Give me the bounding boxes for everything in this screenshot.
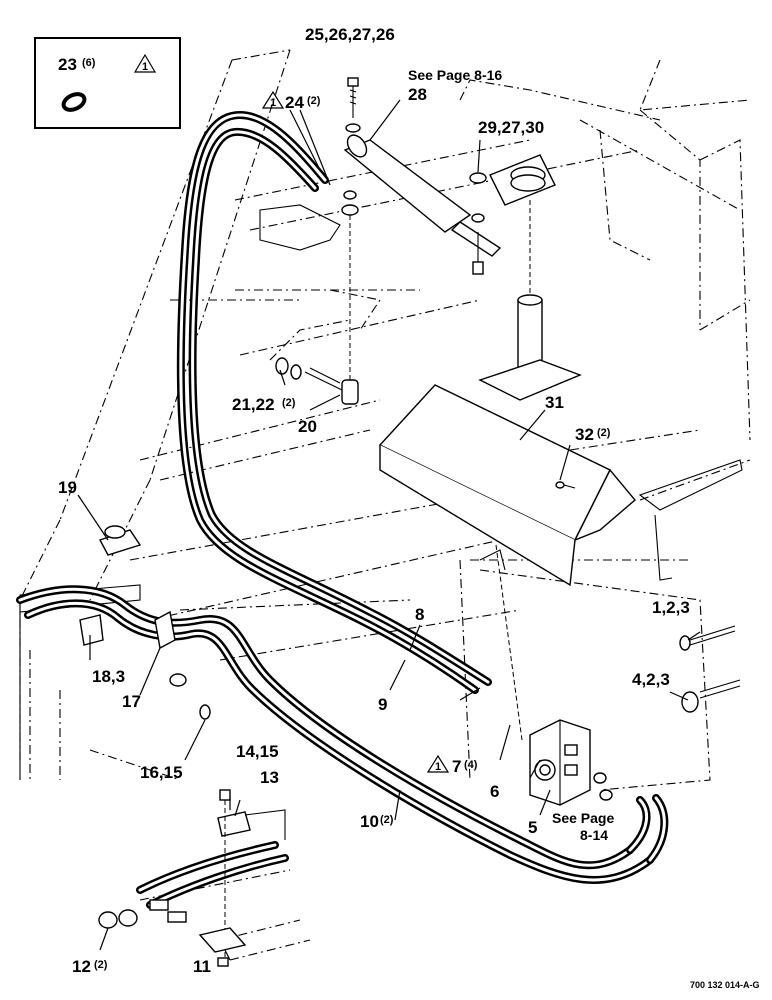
callout-labels: 23 (6) 1 25,26,27,26 See Page 8-16 28 1 … — [58, 25, 760, 990]
triangle-note-icon: 1 — [426, 754, 450, 773]
o-ring-icon — [61, 92, 87, 112]
callout-21-22-qty: (2) — [282, 397, 296, 409]
callout-8: 8 — [415, 605, 424, 624]
triangle-note-icon: 1 — [261, 90, 285, 109]
rod-end-post — [469, 154, 582, 401]
callout-18-3: 18,3 — [92, 667, 125, 686]
callout-13: 13 — [260, 768, 279, 787]
callout-31: 31 — [545, 393, 564, 412]
callout-14-15: 14,15 — [236, 742, 279, 761]
triangle-note-7: 1 — [435, 761, 441, 773]
callout-17: 17 — [122, 692, 141, 711]
callout-32: 32 — [575, 425, 594, 444]
lower-inset-parts — [98, 789, 286, 967]
callout-10: 10 — [360, 812, 379, 831]
callout-24-qty: (2) — [307, 95, 321, 107]
triangle-note-23: 1 — [142, 61, 148, 73]
shield — [378, 384, 636, 741]
callout-24: 24 — [285, 93, 304, 112]
hydraulic-cylinder — [275, 77, 502, 405]
callout-4-2-3: 4,2,3 — [632, 670, 670, 689]
callout-12-qty: (2) — [94, 959, 108, 971]
callout-32-qty: (2) — [597, 427, 611, 439]
leader-lines — [77, 99, 701, 961]
callout-7-qty: (4) — [464, 759, 478, 771]
callout-21-22: 21,22 — [232, 395, 275, 414]
callout-23-qty: (6) — [82, 57, 96, 69]
callout-29-27-30: 29,27,30 — [478, 118, 544, 137]
callout-5: 5 — [528, 818, 537, 837]
hydraulic-hoses — [16, 111, 669, 909]
callout-19: 19 — [58, 478, 77, 497]
callout-16-15: 16,15 — [140, 763, 183, 782]
callout-6: 6 — [490, 782, 499, 801]
valve-block — [529, 719, 613, 806]
callout-20: 20 — [298, 417, 317, 436]
o-ring-inset — [34, 37, 181, 129]
callout-11: 11 — [193, 957, 211, 976]
triangle-note-icon: 1 — [133, 53, 157, 73]
frame-panels — [19, 204, 743, 780]
callout-9: 9 — [378, 695, 387, 714]
callout-28: 28 — [408, 85, 427, 104]
triangle-note-24: 1 — [270, 97, 276, 109]
note-see-page-8-14-line2: 8-14 — [580, 827, 608, 843]
callout-12: 12 — [72, 957, 91, 976]
callout-10-qty: (2) — [380, 814, 394, 826]
hose-clamps — [79, 525, 211, 720]
note-see-page-8-14-line1: See Page — [552, 810, 614, 826]
note-see-page-8-16: See Page 8-16 — [408, 67, 502, 83]
callout-7: 7 — [452, 757, 461, 776]
callout-25-26-27-26: 25,26,27,26 — [305, 25, 395, 44]
mounting-bolts — [679, 625, 741, 713]
callout-23: 23 — [58, 55, 77, 74]
callout-1-2-3: 1,2,3 — [652, 598, 690, 617]
figure-number: 700 132 014-A-G — [690, 980, 760, 990]
